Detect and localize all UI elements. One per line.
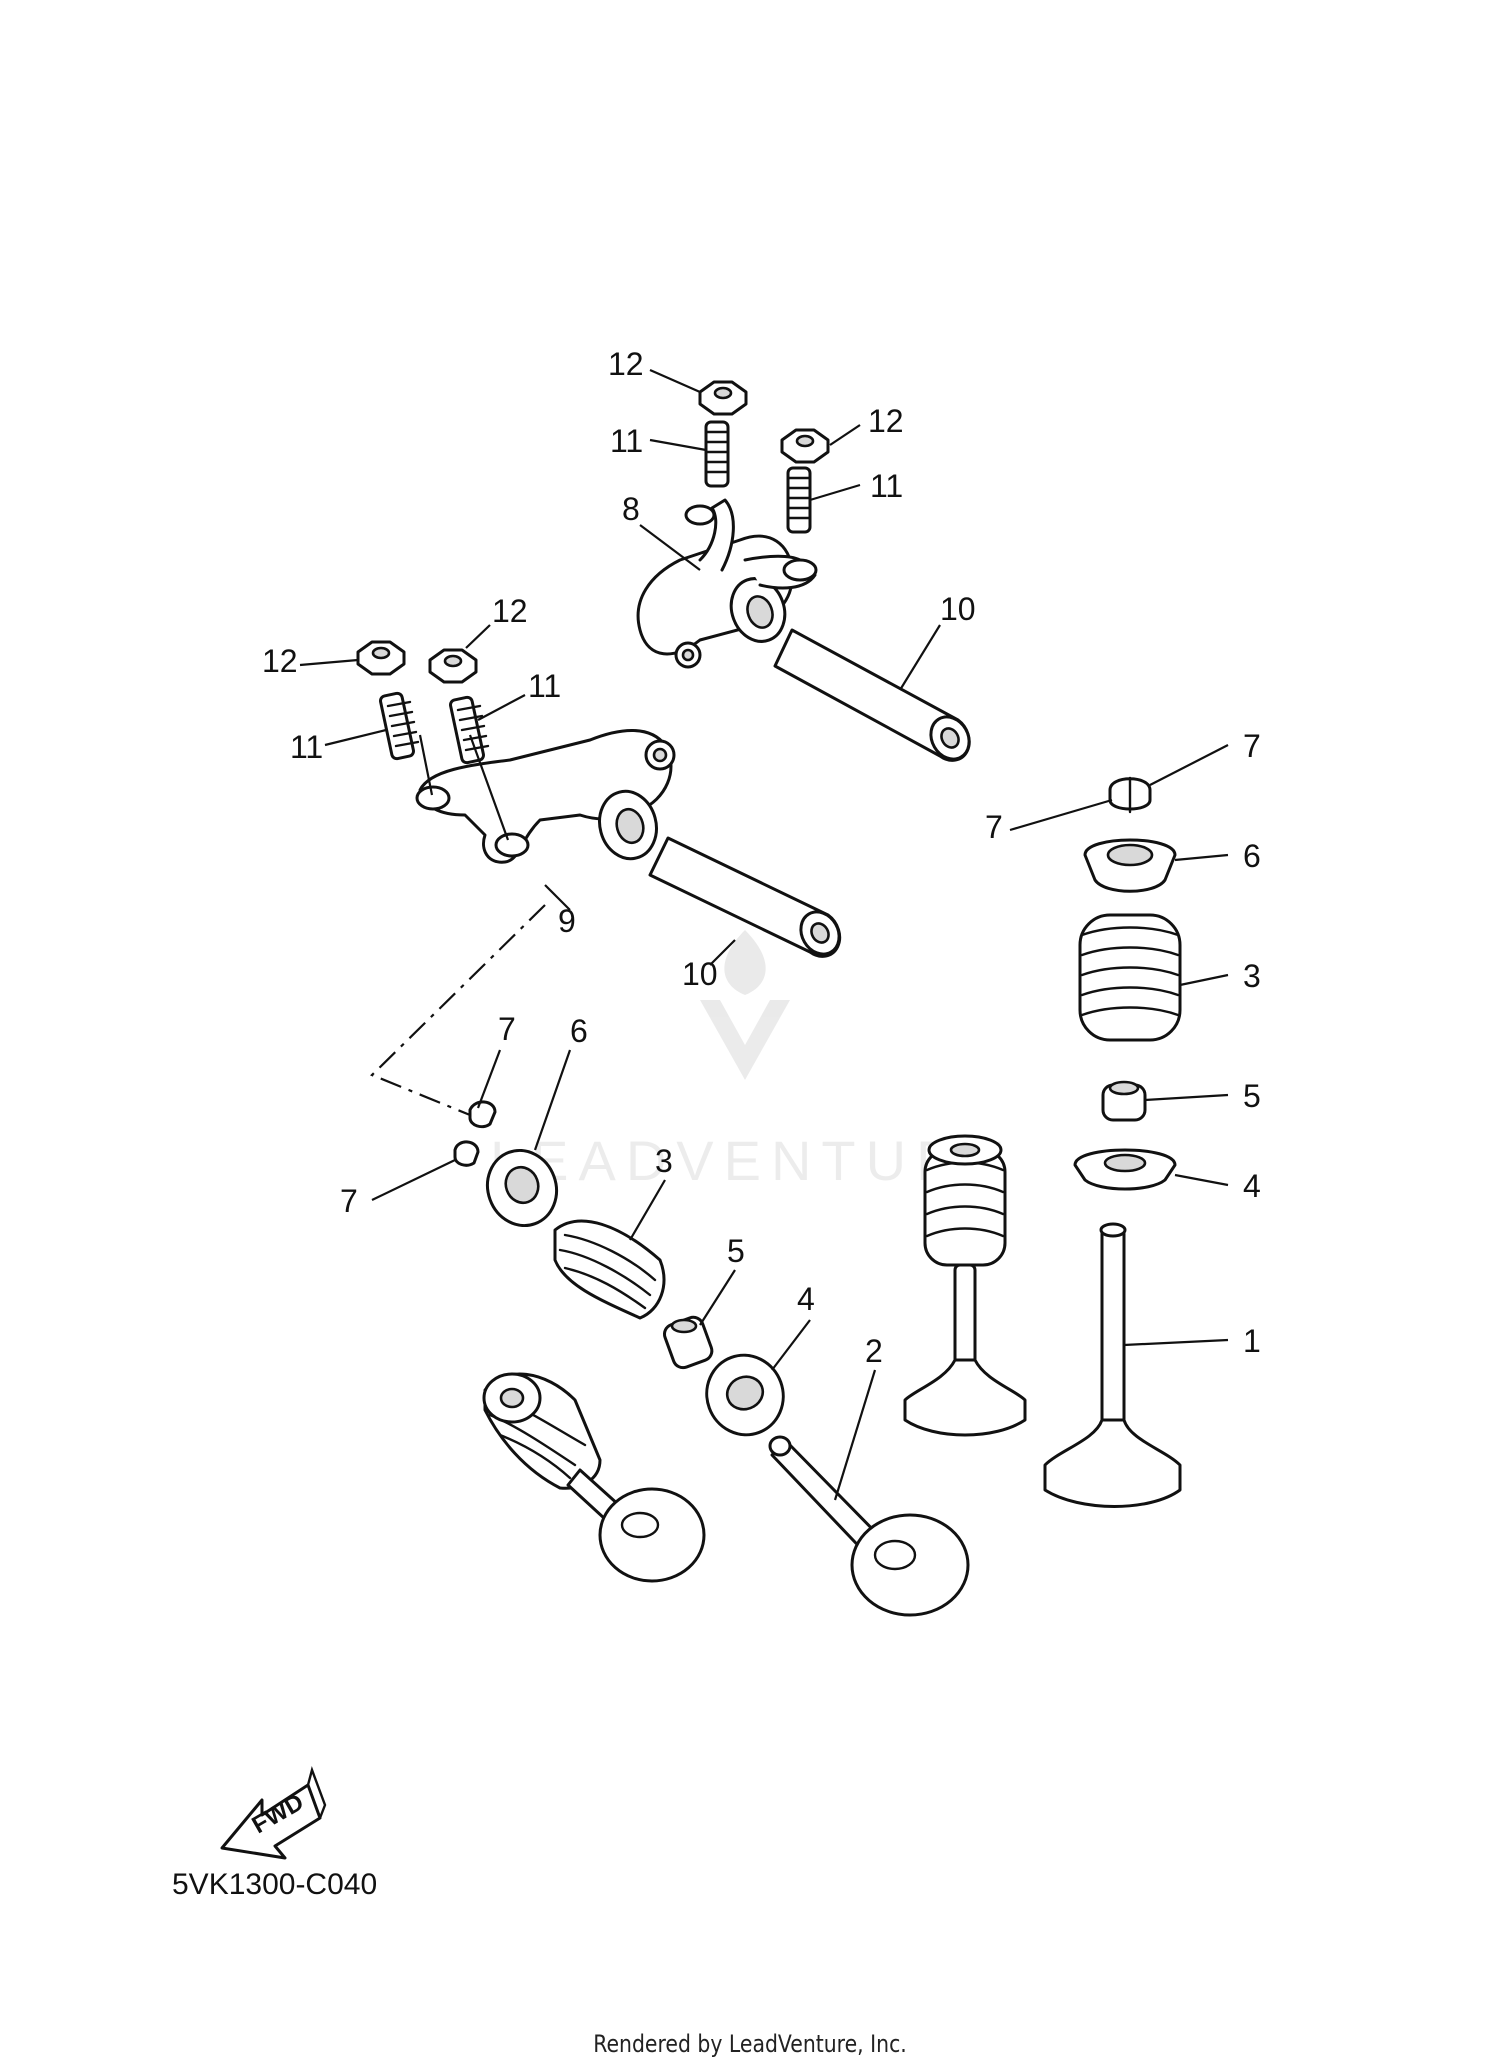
exhaust-valve[interactable]	[1043, 1222, 1182, 1508]
callout-10-lower: 10	[682, 956, 718, 992]
intake-valve[interactable]	[768, 1435, 970, 1617]
spring-seat-right[interactable]	[1073, 1148, 1177, 1191]
watermark-text: LEADVENTURE	[490, 1129, 1014, 1192]
callout-5-right: 5	[1243, 1078, 1261, 1114]
callout-1: 1	[1243, 1323, 1261, 1359]
forward-direction-arrow: FWD	[220, 1766, 327, 1860]
valve-stem-seal-left[interactable]	[662, 1314, 715, 1370]
render-credit: Rendered by LeadVenture, Inc.	[593, 2030, 907, 2058]
drawing-code: 5VK1300-C040	[172, 1868, 378, 1901]
locknut-lower-left[interactable]	[356, 640, 406, 676]
adjusting-screw-upper-left[interactable]	[704, 420, 730, 488]
assembled-intake-valve[interactable]	[482, 1372, 706, 1583]
callout-11-upper-right: 11	[870, 468, 903, 504]
callout-6-left: 6	[570, 1013, 588, 1049]
callout-10-upper: 10	[940, 591, 976, 627]
callout-12-upper-right: 12	[868, 403, 904, 439]
callout-3-right: 3	[1243, 958, 1261, 994]
spring-seat-left[interactable]	[696, 1344, 795, 1445]
locknut-upper-right[interactable]	[780, 428, 830, 464]
callout-3-left: 3	[655, 1143, 673, 1179]
watermark-logo	[700, 930, 790, 1080]
valve-cotter-left-lower[interactable]	[453, 1140, 480, 1167]
valve-cotter-right[interactable]	[1108, 776, 1152, 814]
adjusting-screw-upper-right[interactable]	[786, 466, 812, 534]
callout-11-lower-right: 11	[528, 668, 561, 704]
valve-spring-right[interactable]	[1078, 913, 1182, 1042]
locknut-upper-left[interactable]	[698, 380, 748, 416]
rocker-arm-upper[interactable]	[636, 498, 818, 669]
rocker-shaft-upper[interactable]	[773, 628, 977, 766]
rocker-shaft-lower[interactable]	[648, 836, 847, 961]
locknut-lower-right[interactable]	[428, 648, 478, 684]
callout-6-right: 6	[1243, 838, 1261, 874]
valve-retainer-left[interactable]	[477, 1141, 567, 1236]
callout-8: 8	[622, 491, 640, 527]
leader-lines	[299, 368, 1229, 1501]
valve-cotter-left-upper[interactable]	[468, 1100, 497, 1129]
callout-11-lower-left: 11	[290, 729, 323, 765]
callout-4-left: 4	[797, 1281, 815, 1317]
rocker-arm-lower[interactable]	[415, 729, 676, 865]
callout-labels: 1 2 3 3 4 4 5 5 6 6 7 7 7 7 8 9 10 10 11…	[262, 346, 1261, 1369]
callout-5-left: 5	[727, 1233, 745, 1269]
callout-9: 9	[558, 903, 576, 939]
callout-7-left-bottom: 7	[340, 1183, 358, 1219]
callout-4-right: 4	[1243, 1168, 1261, 1204]
callout-11-upper-left: 11	[610, 423, 643, 459]
callout-12-upper-left: 12	[608, 346, 644, 382]
valve-spring-left[interactable]	[553, 1219, 666, 1320]
callout-7-right-left: 7	[985, 809, 1003, 845]
valve-retainer-right[interactable]	[1083, 838, 1177, 893]
adjusting-screw-lower-left[interactable]	[379, 691, 420, 761]
callout-12-lower-left: 12	[262, 643, 298, 679]
callout-2: 2	[865, 1333, 883, 1369]
callout-7-left-top: 7	[498, 1011, 516, 1047]
valve-stem-seal-right[interactable]	[1101, 1080, 1147, 1122]
adjusting-screw-lower-right[interactable]	[449, 695, 490, 765]
assembled-exhaust-valve[interactable]	[903, 1134, 1027, 1437]
callout-7-right-top: 7	[1243, 728, 1261, 764]
callout-12-lower-right: 12	[492, 593, 528, 629]
